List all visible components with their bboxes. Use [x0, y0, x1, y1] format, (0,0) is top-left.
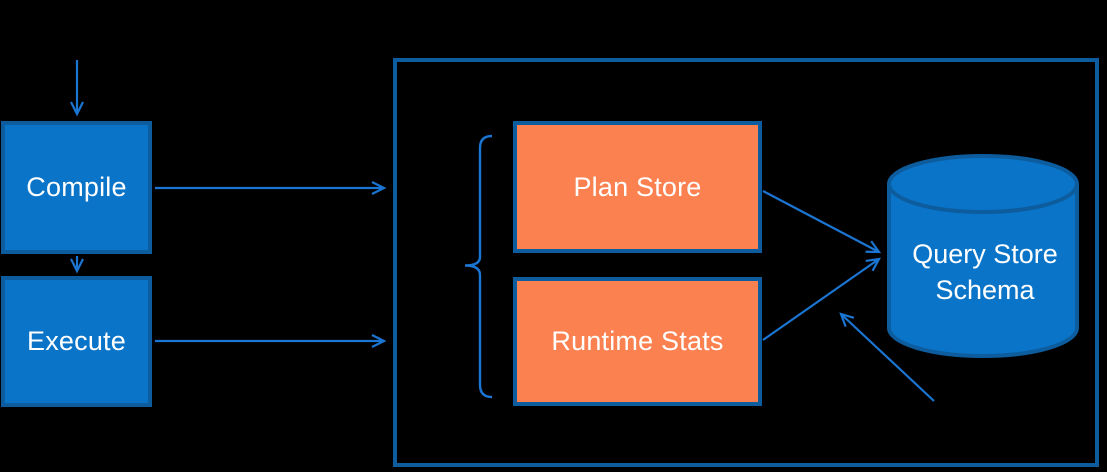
plan-store-label: Plan Store	[573, 171, 702, 202]
plan-store-box: Plan Store	[513, 121, 762, 253]
execute-box: Execute	[1, 276, 152, 407]
compile-label: Compile	[26, 172, 127, 202]
compile-box: Compile	[1, 121, 152, 254]
runtime-stats-box: Runtime Stats	[513, 277, 762, 406]
runtime-stats-label: Runtime Stats	[551, 326, 724, 356]
execute-label: Execute	[27, 326, 126, 356]
query-store-container-box	[393, 58, 1099, 467]
query-store-schema-label: Query Store Schema	[912, 239, 1058, 305]
